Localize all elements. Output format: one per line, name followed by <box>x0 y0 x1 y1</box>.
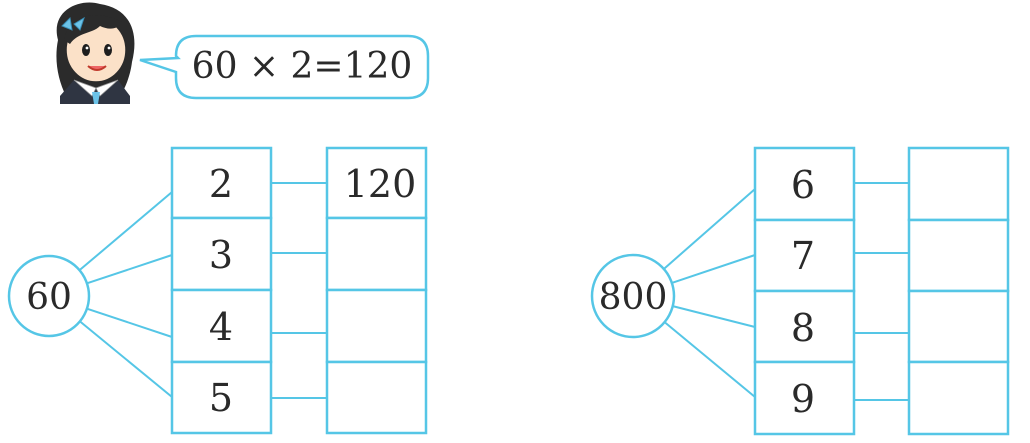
right-result-cell <box>909 148 1008 220</box>
left-fan-line <box>87 309 172 337</box>
right-multiplier-text: 7 <box>791 234 815 278</box>
left-connector-lines <box>80 192 172 397</box>
left-multiplier-column: 2 3 4 5 <box>172 148 271 433</box>
right-result-column <box>909 148 1008 434</box>
left-result-cell <box>327 218 426 290</box>
right-fan-line <box>672 255 755 283</box>
left-result-cell <box>327 290 426 362</box>
left-fan-line <box>87 255 172 283</box>
left-result-column: 120 <box>327 148 426 433</box>
left-result-cell <box>327 362 426 433</box>
right-cell-connectors <box>854 183 909 400</box>
right-center-value: 800 <box>599 277 668 318</box>
right-result-cell <box>909 291 1008 362</box>
right-result-cell <box>909 362 1008 434</box>
left-multiplier-text: 3 <box>209 233 233 277</box>
right-diagram: 800 6 7 8 9 <box>592 148 1008 434</box>
right-result-cell <box>909 220 1008 291</box>
right-multiplier-text: 8 <box>791 306 815 350</box>
right-multiplier-column: 6 7 8 9 <box>755 148 854 434</box>
speech-bubble: 60 × 2=120 <box>140 36 428 98</box>
left-multiplier-text: 2 <box>209 162 233 206</box>
right-fan-line <box>664 189 755 269</box>
right-connector-lines <box>664 189 755 397</box>
right-fan-line <box>665 322 755 397</box>
speech-equation: 60 × 2=120 <box>192 46 413 87</box>
left-result-text: 120 <box>344 162 417 206</box>
left-cell-connectors <box>271 183 327 398</box>
right-fan-line <box>673 306 755 327</box>
left-fan-line <box>80 192 172 270</box>
right-multiplier-text: 9 <box>791 377 815 421</box>
left-diagram: 60 2 3 4 5 120 <box>9 148 426 433</box>
left-multiplier-text: 5 <box>209 376 233 420</box>
right-multiplier-text: 6 <box>791 163 815 207</box>
girl-character-icon <box>56 3 134 105</box>
left-multiplier-text: 4 <box>209 305 233 349</box>
left-center-value: 60 <box>26 277 72 318</box>
